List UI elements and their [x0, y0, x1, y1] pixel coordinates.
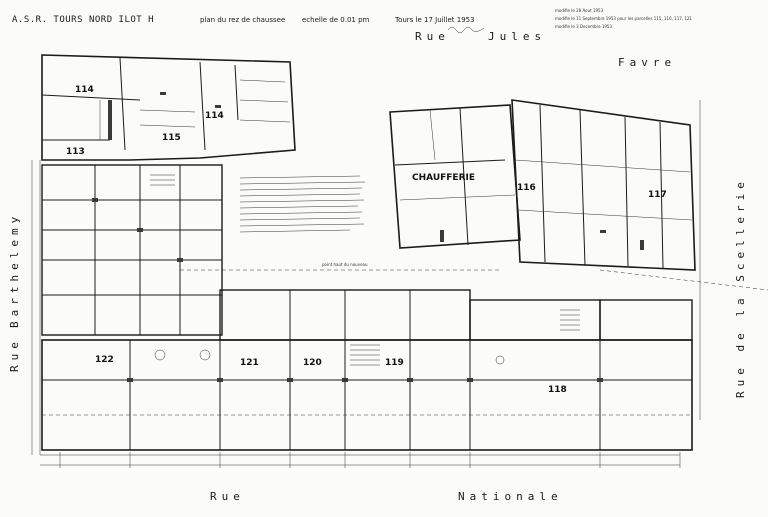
block-upper-right	[511, 99, 696, 271]
drawing-date: Tours le 17 Juillet 1953	[394, 16, 475, 24]
room-number-122: 122	[95, 355, 114, 365]
revision-note-2: modifie le 11 Septembre 1953 pour les pa…	[555, 16, 692, 21]
room-number-115: 115	[162, 133, 181, 143]
room-number-113: 113	[66, 147, 85, 157]
room-number-114b: 114	[205, 111, 224, 121]
street-bottom-name: Nationale	[458, 490, 563, 503]
annotation-nouveau: point haut du nouveau	[322, 262, 368, 267]
revision-note-3: modifie le 3 Decembre 1953	[555, 24, 612, 29]
signature-mark	[447, 26, 485, 34]
block-upper-left	[41, 54, 296, 161]
room-number-120: 120	[303, 358, 322, 368]
drawing-title: A.S.R. TOURS NORD ILOT H	[12, 15, 154, 25]
drawing-scale: echelle de 0.01 pm	[302, 16, 370, 24]
revision-note-1: modifie le 28 Aout 1953	[555, 8, 604, 13]
street-top-name2: Favre	[618, 56, 676, 69]
notes-block	[239, 175, 366, 233]
room-number-118: 118	[548, 385, 567, 395]
street-left-rue: Rue	[8, 337, 21, 372]
room-number-119: 119	[385, 358, 404, 368]
street-top-rue: Rue	[415, 30, 450, 43]
chaufferie-label: CHAUFFERIE	[412, 173, 475, 183]
block-chaufferie	[389, 104, 521, 249]
drawing-subtitle: plan du rez de chaussee	[200, 16, 285, 24]
room-number-117: 117	[648, 190, 667, 200]
street-left-name: Barthelemy	[8, 212, 21, 328]
street-bottom-rue: Rue	[210, 490, 245, 503]
room-number-121: 121	[240, 358, 259, 368]
block-bottom-row	[41, 289, 693, 451]
street-top-name: Jules	[488, 30, 546, 43]
dimension-ticks	[59, 452, 681, 468]
block-middle-left	[41, 164, 223, 336]
room-number-116: 116	[517, 183, 536, 193]
axis-line-right	[599, 269, 768, 291]
street-right-name: Rue de la Scellerie	[734, 177, 747, 398]
room-number-114: 114	[75, 85, 94, 95]
